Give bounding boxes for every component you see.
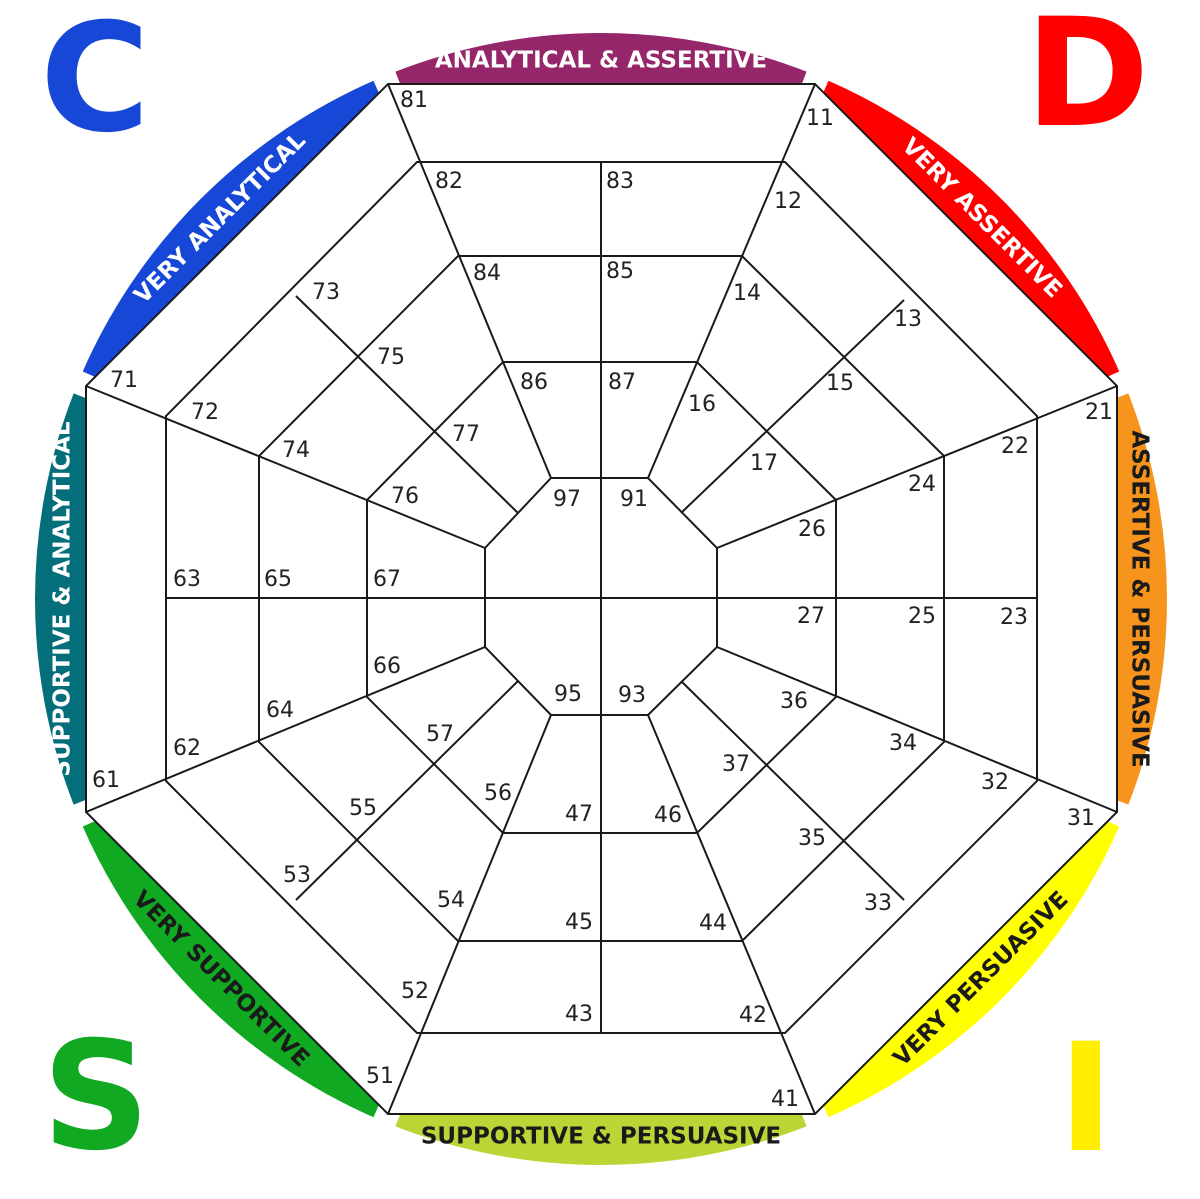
- cell-number: 53: [283, 863, 311, 888]
- cell-number: 95: [554, 682, 582, 707]
- grid-diag-ne: [680, 299, 905, 514]
- cell-number: 35: [798, 826, 826, 851]
- cell-number: 13: [894, 307, 922, 332]
- cell-number: 27: [797, 604, 825, 629]
- segment-band-supportive-persuasive: [395, 1074, 807, 1166]
- grid-spoke-2: [647, 83, 816, 479]
- cell-number: 85: [606, 259, 634, 284]
- cell-number: 33: [864, 891, 892, 916]
- grid-spoke-6: [387, 714, 552, 1115]
- cell-number: 91: [620, 487, 648, 512]
- cell-number: 52: [401, 979, 429, 1004]
- cell-number: 22: [1001, 434, 1029, 459]
- cell-number: 84: [473, 261, 501, 286]
- cell-number: 36: [780, 689, 808, 714]
- cell-number: 66: [373, 654, 401, 679]
- cell-number: 64: [266, 698, 294, 723]
- cell-number: 75: [377, 345, 405, 370]
- grid-lines: [85, 83, 1118, 1115]
- cell-number: 86: [520, 370, 548, 395]
- cell-number: 47: [565, 802, 593, 827]
- cell-number: 73: [312, 280, 340, 305]
- grid-spoke-7: [85, 646, 486, 813]
- corner-letter-i: I: [1058, 1012, 1114, 1186]
- grid-spoke-8: [85, 385, 486, 549]
- cell-number: 11: [806, 106, 834, 131]
- cell-number: 14: [733, 281, 761, 306]
- cell-number: 46: [654, 803, 682, 828]
- grid-diag-se: [680, 680, 905, 901]
- grid-diag-nw: [295, 295, 519, 514]
- cell-number: 71: [110, 368, 138, 393]
- grid-spoke-4: [716, 646, 1118, 813]
- cell-number: 31: [1067, 806, 1095, 831]
- cell-number: 34: [889, 731, 917, 756]
- cell-number: 87: [608, 370, 636, 395]
- cell-number: 51: [366, 1064, 394, 1089]
- cell-number: 45: [565, 910, 593, 935]
- cell-number: 37: [722, 752, 750, 777]
- cell-number: 15: [826, 371, 854, 396]
- corner-letter-s: S: [42, 1010, 150, 1184]
- cell-number: 65: [264, 567, 292, 592]
- cell-number: 77: [452, 422, 480, 447]
- cell-number: 41: [771, 1087, 799, 1112]
- cell-number: 26: [798, 517, 826, 542]
- segment-band-analytical-assertive: [395, 32, 807, 124]
- cell-number: 44: [699, 911, 727, 936]
- cell-number: 25: [908, 604, 936, 629]
- cell-numbers: 81 11 82 83 12 73 84 85 14 13 75 86 87 1…: [92, 88, 1113, 1112]
- cell-number: 93: [618, 683, 646, 708]
- segment-band-assertive-persuasive: [1076, 393, 1167, 805]
- cell-number: 56: [484, 781, 512, 806]
- grid-diag-sw: [295, 680, 519, 901]
- cell-number: 16: [688, 392, 716, 417]
- segment-label-analytical-assertive: ANALYTICAL & ASSERTIVE: [435, 48, 767, 74]
- corner-letter-d: D: [1025, 0, 1150, 161]
- cell-number: 67: [373, 567, 401, 592]
- cell-number: 17: [750, 451, 778, 476]
- segment-band-supportive-analytical: [34, 393, 126, 805]
- grid-spoke-5: [647, 714, 816, 1115]
- segment-label-supportive-persuasive: SUPPORTIVE & PERSUASIVE: [421, 1124, 781, 1150]
- cell-number: 76: [391, 484, 419, 509]
- segment-label-supportive-analytical: SUPPORTIVE & ANALYTICAL: [50, 421, 76, 777]
- cell-number: 63: [173, 567, 201, 592]
- cell-number: 72: [191, 400, 219, 425]
- grid-spoke-3: [716, 385, 1118, 549]
- cell-number: 32: [981, 770, 1009, 795]
- cell-number: 54: [437, 888, 465, 913]
- cell-number: 83: [606, 169, 634, 194]
- cell-number: 42: [739, 1003, 767, 1028]
- segment-label-assertive-persuasive: ASSERTIVE & PERSUASIVE: [1127, 430, 1153, 767]
- cell-number: 23: [1000, 605, 1028, 630]
- cell-number: 24: [908, 472, 936, 497]
- cell-number: 74: [282, 438, 310, 463]
- cell-number: 81: [400, 88, 428, 113]
- cell-number: 43: [565, 1002, 593, 1027]
- cell-number: 12: [774, 189, 802, 214]
- cell-number: 61: [92, 768, 120, 793]
- grid-spoke-1: [387, 83, 552, 479]
- cell-number: 21: [1085, 400, 1113, 425]
- cell-number: 62: [173, 736, 201, 761]
- cell-number: 55: [349, 796, 377, 821]
- cell-number: 82: [435, 169, 463, 194]
- cell-number: 57: [426, 722, 454, 747]
- cell-number: 97: [553, 487, 581, 512]
- corner-letter-c: C: [40, 0, 150, 166]
- grid-ring-2: [165, 161, 1038, 1034]
